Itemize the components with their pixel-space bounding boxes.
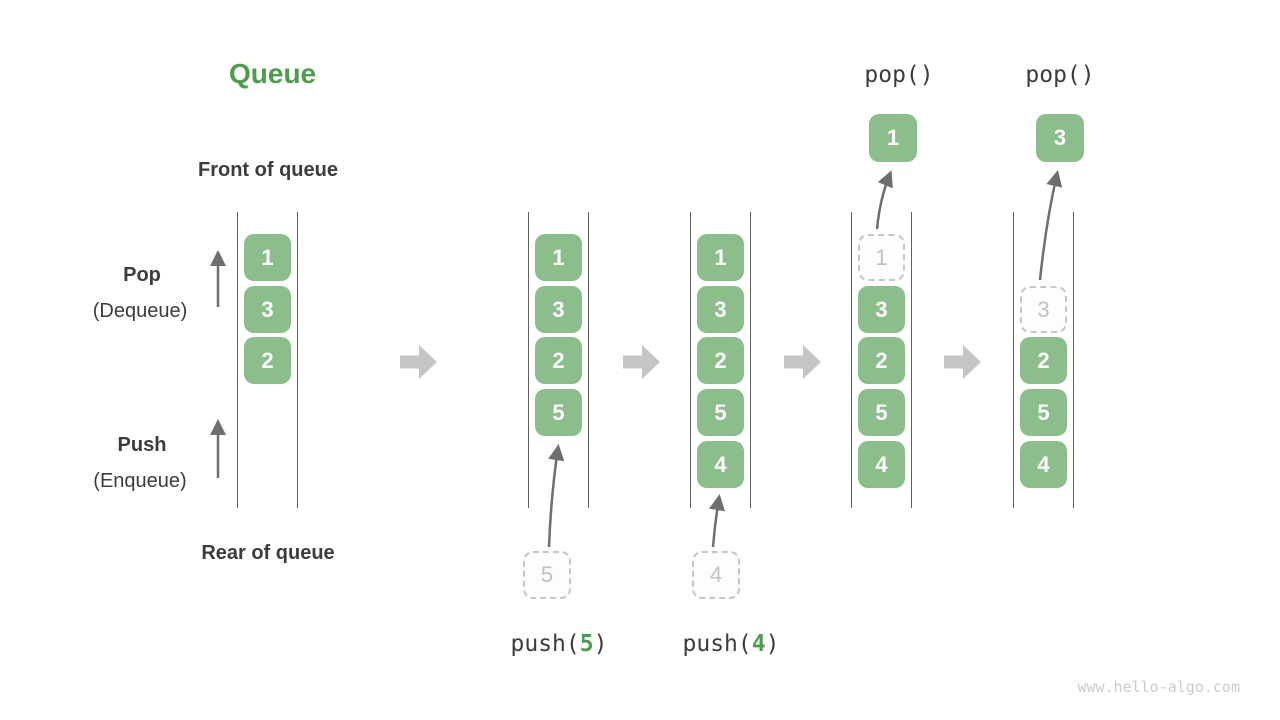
queue-state-after-pop-3: 3 2 5 4 [1013, 212, 1074, 508]
push-call-value: 5 [579, 631, 594, 657]
diagram-title: Queue [229, 58, 317, 89]
queue-item: 2 [535, 337, 582, 384]
queue-item: 1 [697, 234, 744, 281]
pop-call-label: pop() [1025, 62, 1095, 88]
front-of-queue-label: Front of queue [198, 159, 338, 181]
queue-item: 5 [535, 389, 582, 436]
queue-item: 4 [697, 441, 744, 488]
queue-item: 4 [1020, 441, 1067, 488]
push-call-prefix: push( [682, 631, 752, 657]
queue-state-initial: 1 3 2 [237, 212, 298, 508]
queue-item: 3 [535, 286, 582, 333]
queue-item: 2 [1020, 337, 1067, 384]
queue-item: 5 [858, 389, 905, 436]
popped-element: 1 [869, 114, 917, 162]
enqueue-label: (Enqueue) [93, 470, 187, 492]
pop-operation-label: Pop [123, 264, 161, 286]
queue-item: 1 [535, 234, 582, 281]
step-arrow-icon [784, 345, 821, 379]
queue-item: 4 [858, 441, 905, 488]
queue-item: 5 [697, 389, 744, 436]
step-arrow-icon [400, 345, 437, 379]
queue-item: 2 [858, 337, 905, 384]
push-call-label: push(4) [661, 631, 801, 657]
push-call-suffix: ) [765, 631, 780, 657]
removed-queue-item: 3 [1020, 286, 1067, 333]
queue-item: 2 [697, 337, 744, 384]
push-call-label: push(5) [489, 631, 629, 657]
queue-state-after-push-5: 1 3 2 5 [528, 212, 589, 508]
push-call-suffix: ) [593, 631, 608, 657]
push-call-prefix: push( [510, 631, 580, 657]
dequeue-label: (Dequeue) [92, 300, 188, 322]
queue-item: 2 [244, 337, 291, 384]
step-arrow-icon [623, 345, 660, 379]
pop-call-label: pop() [864, 62, 934, 88]
queue-item: 5 [1020, 389, 1067, 436]
watermark: www.hello-algo.com [1077, 678, 1240, 696]
queue-item: 1 [244, 234, 291, 281]
removed-queue-item: 1 [858, 234, 905, 281]
pushed-element: 4 [692, 551, 740, 599]
step-arrow-icon [944, 345, 981, 379]
queue-item: 3 [858, 286, 905, 333]
push-call-value: 4 [751, 631, 766, 657]
queue-state-after-push-4: 1 3 2 5 4 [690, 212, 751, 508]
queue-item: 3 [697, 286, 744, 333]
push-operation-label: Push [117, 434, 167, 456]
rear-of-queue-label: Rear of queue [201, 542, 335, 564]
queue-item: 3 [244, 286, 291, 333]
pushed-element: 5 [523, 551, 571, 599]
popped-element: 3 [1036, 114, 1084, 162]
queue-state-after-pop-1: 1 3 2 5 4 [851, 212, 912, 508]
